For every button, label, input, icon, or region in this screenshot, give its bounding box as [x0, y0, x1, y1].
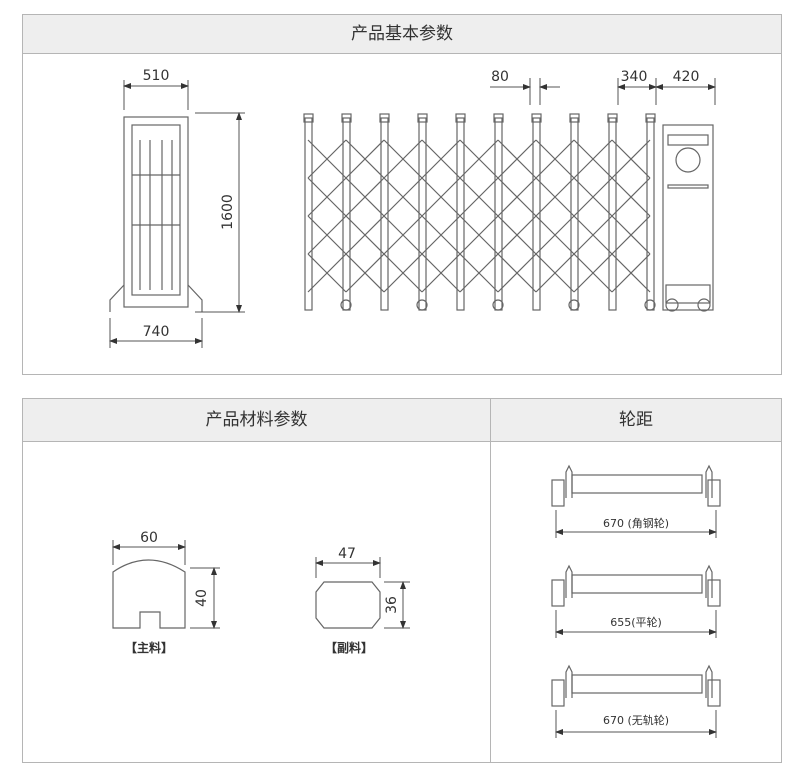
wheel-left [551, 579, 565, 607]
post-cap [455, 113, 466, 123]
dim-base-width: 740 [143, 324, 170, 340]
axle-post [565, 664, 713, 698]
dim-gap: 80 [491, 69, 509, 85]
dim-main-width: 60 [140, 530, 158, 546]
scissor-link [535, 139, 575, 293]
post-cap [417, 113, 428, 123]
gate-wheel [416, 299, 428, 311]
gate-post [456, 117, 465, 311]
axle-bar [571, 574, 703, 594]
gate-post [380, 117, 389, 311]
dim-sub-width: 47 [338, 546, 356, 562]
post-cap [607, 113, 618, 123]
scissor-link [307, 139, 347, 293]
basic-params-panel: 产品基本参数 [22, 14, 782, 375]
dim-side-width: 510 [143, 68, 170, 84]
gate-wheel [568, 299, 580, 311]
scissor-link [459, 139, 499, 293]
dim-height: 1600 [220, 194, 236, 230]
post-cap [569, 113, 580, 123]
wheel-left [551, 679, 565, 707]
gate-post [532, 117, 541, 311]
axle-drawing [551, 564, 721, 638]
dim-box-width: 420 [673, 69, 700, 85]
main-profile-label: 【主料】 [125, 640, 173, 655]
scissor-link [421, 139, 461, 293]
sub-profile-label: 【副料】 [325, 640, 373, 655]
material-params-title: 产品材料参数 [23, 399, 490, 442]
dim-box-gap: 340 [621, 69, 648, 85]
scissor-link [573, 139, 613, 293]
wheelbase-label-2: 655(平轮) [610, 615, 662, 629]
axle-post [565, 464, 713, 498]
scissor-link [383, 139, 423, 293]
wheel-right [707, 479, 721, 507]
basic-params-title: 产品基本参数 [23, 15, 781, 54]
gate-post [304, 117, 313, 311]
wheel-right [707, 679, 721, 707]
dim-main-height: 40 [194, 589, 210, 607]
post-cap [379, 113, 390, 123]
post-cap [303, 113, 314, 123]
wheelbase-label-1: 670 (角钢轮) [603, 516, 669, 530]
axle-drawing [551, 664, 721, 738]
sub-profile-drawing: 47 36 【副料】 [315, 546, 410, 655]
gate-wheel [492, 299, 504, 311]
wheel-right [707, 579, 721, 607]
gate-side-view [109, 116, 203, 312]
dim-sub-height: 36 [384, 596, 400, 614]
gate-wheel [340, 299, 352, 311]
wheelbase-panel: 轮距 [490, 398, 782, 763]
axle-bar [571, 474, 703, 494]
post-cap [531, 113, 542, 123]
scissor-link [345, 139, 385, 293]
wheelbase-label-3: 670 (无轨轮) [603, 713, 669, 727]
wheel-left [551, 479, 565, 507]
gate-post [608, 117, 617, 311]
post-cap [493, 113, 504, 123]
post-cap [645, 113, 656, 123]
scissor-link [497, 139, 537, 293]
material-params-panel: 产品材料参数 [22, 398, 491, 763]
axle-post [565, 564, 713, 598]
control-box [662, 124, 714, 312]
gate-front-view [303, 113, 656, 311]
scissor-link [611, 139, 651, 293]
axle-drawing [551, 464, 721, 538]
wheelbase-title: 轮距 [491, 399, 781, 442]
post-cap [341, 113, 352, 123]
gate-wheel [644, 299, 656, 311]
axle-bar [571, 674, 703, 694]
main-profile-drawing: 60 40 【主料】 [112, 530, 220, 655]
